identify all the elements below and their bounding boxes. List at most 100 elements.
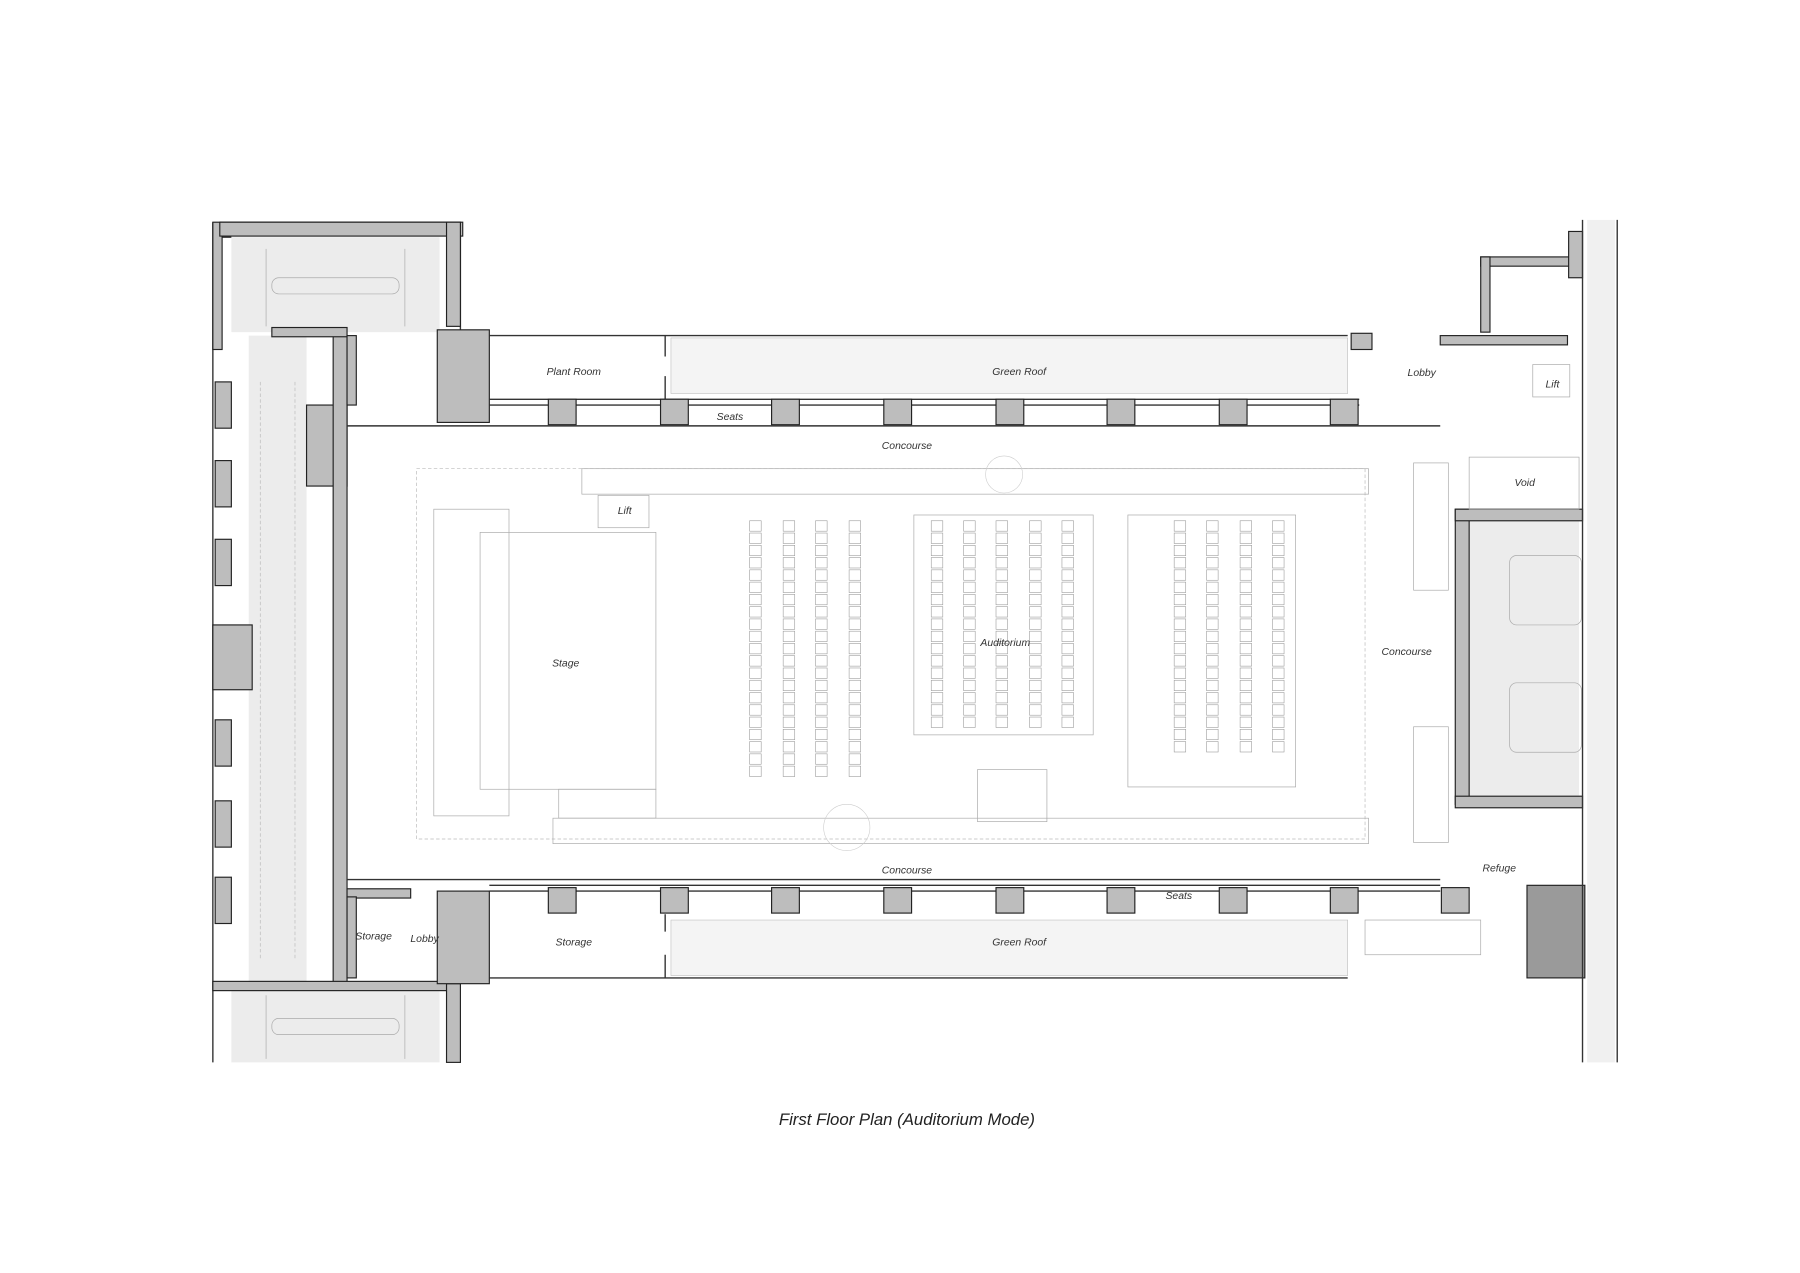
seat bbox=[848, 630, 861, 642]
seat bbox=[848, 557, 861, 569]
seat bbox=[749, 741, 762, 753]
label-stage: Stage bbox=[552, 659, 579, 670]
seat bbox=[995, 679, 1008, 691]
seat bbox=[1029, 520, 1042, 532]
label-seats-north: Seats bbox=[717, 412, 744, 423]
seat bbox=[1029, 630, 1042, 642]
seat bbox=[1206, 692, 1219, 704]
seat bbox=[1206, 594, 1219, 606]
seat bbox=[749, 569, 762, 581]
north-band bbox=[489, 334, 1360, 426]
seat bbox=[1239, 667, 1252, 679]
seat bbox=[848, 594, 861, 606]
seat bbox=[782, 692, 796, 704]
seat bbox=[815, 581, 828, 593]
seat bbox=[963, 569, 976, 581]
seat bbox=[749, 545, 762, 557]
seat bbox=[1029, 594, 1042, 606]
seat bbox=[782, 655, 796, 667]
seat bbox=[815, 569, 828, 581]
seat bbox=[815, 753, 828, 765]
seat bbox=[1272, 606, 1285, 618]
seat bbox=[1173, 729, 1187, 741]
west-wing bbox=[212, 221, 490, 1063]
seat bbox=[1061, 520, 1074, 532]
seat bbox=[1272, 692, 1285, 704]
seat bbox=[995, 692, 1008, 704]
seat bbox=[995, 667, 1008, 679]
seat bbox=[995, 655, 1008, 667]
seat bbox=[815, 729, 828, 741]
seat bbox=[1239, 594, 1252, 606]
seat bbox=[1206, 606, 1219, 618]
seat bbox=[1061, 643, 1074, 655]
seat bbox=[1061, 545, 1074, 557]
seat bbox=[815, 741, 828, 753]
seat bbox=[1239, 741, 1252, 753]
seat bbox=[749, 618, 762, 630]
seat bbox=[782, 679, 796, 691]
seat bbox=[1239, 581, 1252, 593]
seat bbox=[995, 704, 1008, 716]
seat bbox=[782, 532, 796, 544]
seat bbox=[930, 692, 944, 704]
seat bbox=[1272, 594, 1285, 606]
seat bbox=[848, 581, 861, 593]
seat bbox=[963, 618, 976, 630]
seat bbox=[1239, 606, 1252, 618]
seat bbox=[1061, 532, 1074, 544]
label-storage-sw: Storage bbox=[355, 932, 392, 943]
seat bbox=[1272, 643, 1285, 655]
seat bbox=[995, 581, 1008, 593]
seat bbox=[1272, 618, 1285, 630]
label-void: Void bbox=[1514, 478, 1536, 489]
seat bbox=[749, 704, 762, 716]
seat bbox=[1272, 630, 1285, 642]
seat bbox=[963, 581, 976, 593]
seat bbox=[749, 594, 762, 606]
seat bbox=[1061, 692, 1074, 704]
seat bbox=[848, 765, 861, 777]
seat bbox=[930, 581, 944, 593]
seat bbox=[1173, 643, 1187, 655]
seat bbox=[963, 643, 976, 655]
seat bbox=[1061, 655, 1074, 667]
seat bbox=[1206, 569, 1219, 581]
seat bbox=[1239, 704, 1252, 716]
seat bbox=[1272, 655, 1285, 667]
seat bbox=[1206, 679, 1219, 691]
seat bbox=[930, 667, 944, 679]
seat bbox=[1173, 618, 1187, 630]
seat bbox=[930, 545, 944, 557]
seat bbox=[930, 618, 944, 630]
seat bbox=[1029, 679, 1042, 691]
seat bbox=[995, 594, 1008, 606]
label-lobby-ne: Lobby bbox=[1408, 368, 1437, 379]
seat bbox=[1029, 557, 1042, 569]
seat bbox=[1239, 679, 1252, 691]
seat bbox=[1206, 630, 1219, 642]
seat bbox=[1029, 692, 1042, 704]
seat bbox=[782, 667, 796, 679]
seat bbox=[1061, 606, 1074, 618]
seat bbox=[1206, 532, 1219, 544]
seat bbox=[1029, 655, 1042, 667]
seat bbox=[1239, 729, 1252, 741]
seat bbox=[995, 630, 1008, 642]
seat bbox=[1061, 557, 1074, 569]
seat bbox=[963, 545, 976, 557]
seat bbox=[1029, 618, 1042, 630]
label-storage-south: Storage bbox=[556, 937, 593, 948]
seat bbox=[1239, 643, 1252, 655]
seat bbox=[848, 606, 861, 618]
seat bbox=[1029, 532, 1042, 544]
seat bbox=[1173, 557, 1187, 569]
seat bbox=[1173, 692, 1187, 704]
seat bbox=[749, 520, 762, 532]
seat bbox=[749, 581, 762, 593]
seat bbox=[1061, 716, 1074, 728]
seat bbox=[995, 606, 1008, 618]
east-wing bbox=[1350, 219, 1618, 1063]
seat bbox=[963, 655, 976, 667]
seat bbox=[782, 594, 796, 606]
